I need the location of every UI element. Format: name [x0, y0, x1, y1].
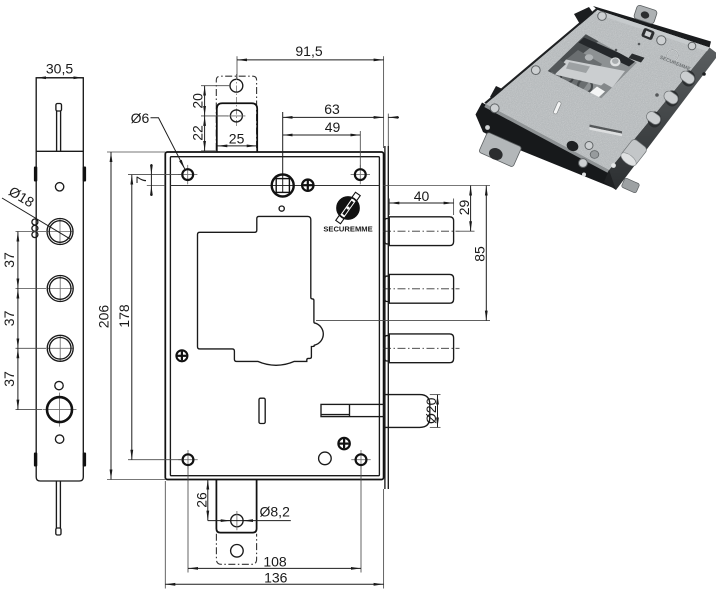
svg-text:7: 7	[133, 176, 149, 184]
svg-text:136: 136	[264, 570, 288, 586]
svg-text:108: 108	[263, 554, 287, 570]
svg-text:Ø6: Ø6	[131, 110, 150, 126]
svg-text:85: 85	[471, 246, 487, 262]
svg-text:206: 206	[96, 305, 112, 329]
svg-text:Ø20: Ø20	[423, 397, 439, 424]
svg-text:37: 37	[1, 252, 17, 268]
svg-text:91,5: 91,5	[295, 43, 322, 59]
svg-text:40: 40	[414, 188, 430, 204]
svg-text:22: 22	[189, 125, 205, 141]
svg-text:37: 37	[1, 310, 17, 326]
svg-text:25: 25	[229, 131, 245, 147]
svg-text:37: 37	[1, 371, 17, 387]
svg-text:20: 20	[189, 93, 205, 109]
svg-text:49: 49	[325, 119, 341, 135]
svg-text:Ø8,2: Ø8,2	[260, 504, 291, 520]
svg-text:63: 63	[324, 101, 340, 117]
svg-text:178: 178	[116, 304, 132, 328]
svg-text:SECUREMME: SECUREMME	[323, 225, 372, 234]
svg-text:29: 29	[456, 200, 472, 216]
svg-text:30,5: 30,5	[46, 61, 73, 77]
svg-text:26: 26	[194, 492, 210, 508]
